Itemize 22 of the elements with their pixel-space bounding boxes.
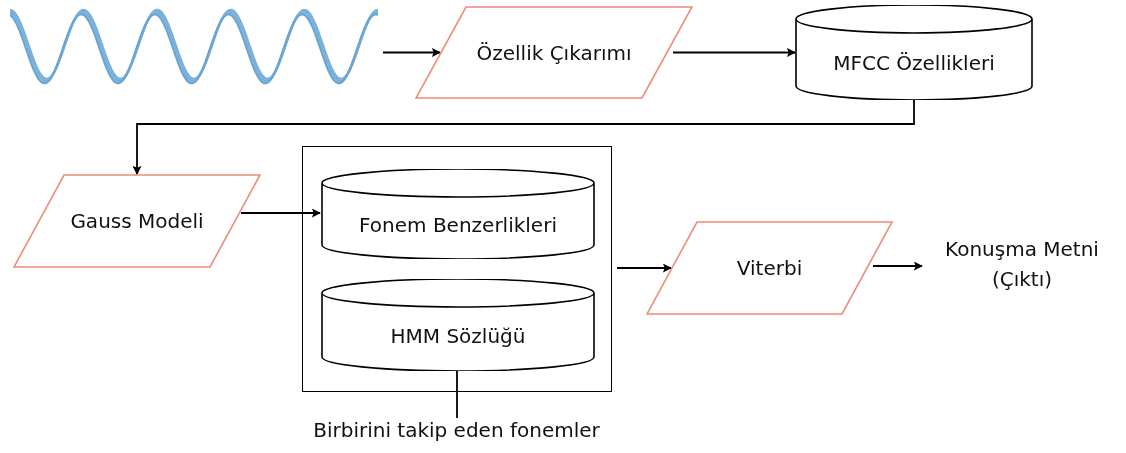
node-label: HMM Sözlüğü (390, 323, 526, 348)
database-cylinder (321, 279, 595, 371)
output-text: Konuşma Metni (Çıktı) (922, 234, 1122, 298)
annotation-text: Birbirini takip eden fonemler (280, 418, 633, 450)
arrow (872, 261, 923, 271)
arrow (672, 48, 796, 57)
arrow (616, 263, 672, 273)
database-cylinder (321, 169, 595, 259)
node-label: Fonem Benzerlikleri (359, 212, 557, 237)
node-label: MFCC Özellikleri (833, 51, 995, 75)
arrow (132, 99, 915, 175)
node-label: Viterbi (736, 256, 803, 280)
node-label: Özellik Çıkarımı (476, 40, 632, 65)
arrow (382, 48, 441, 57)
parallelogram-shape (646, 221, 893, 315)
parallelogram-shape (415, 6, 693, 99)
container-box (302, 146, 612, 392)
node-label: Gauss Modeli (70, 209, 204, 233)
database-cylinder (795, 5, 1033, 100)
connector-line (456, 369, 458, 419)
parallelogram-shape (13, 174, 261, 268)
arrow (240, 208, 321, 218)
